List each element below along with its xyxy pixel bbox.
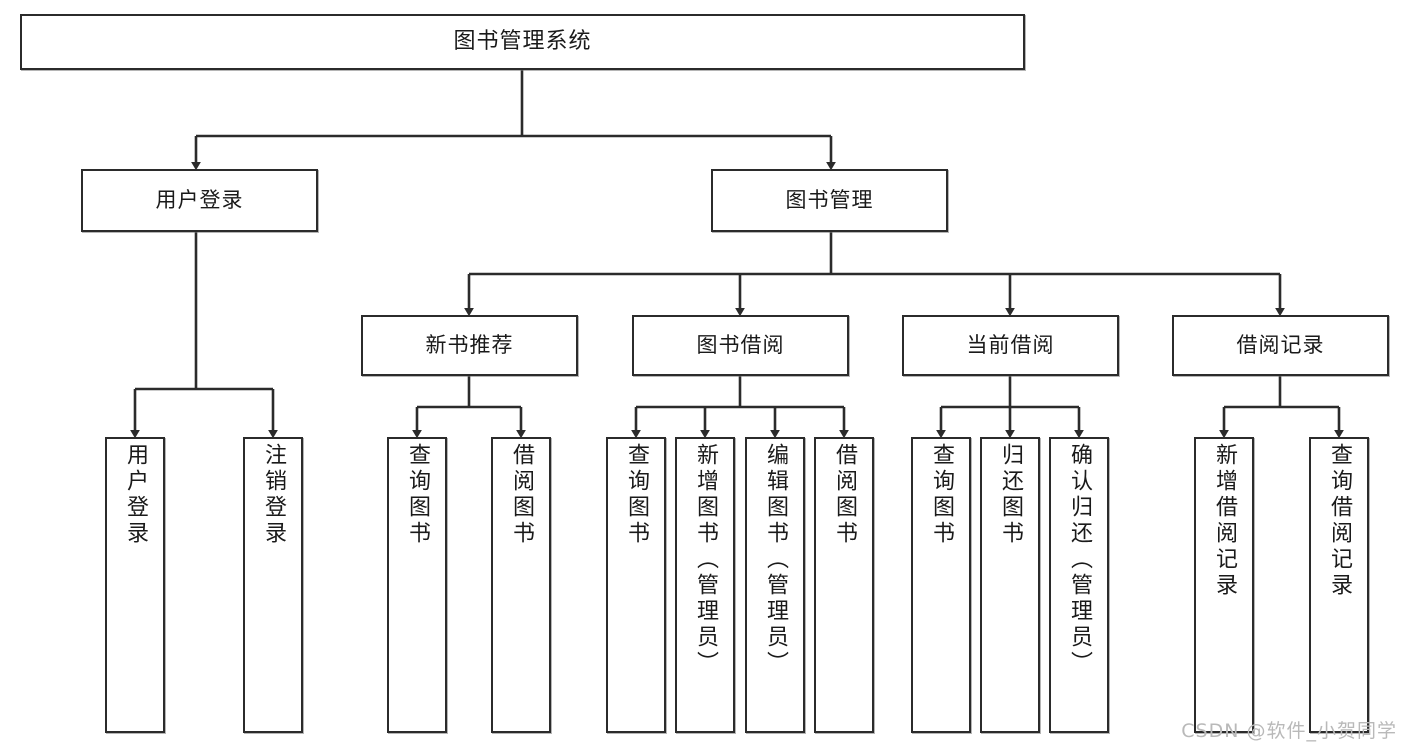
node-root-label: 图书管理系统	[453, 29, 592, 55]
leaf-query-book-2[interactable]: 查询图书	[606, 437, 666, 733]
watermark: CSDN @软件_小贺同学	[1181, 720, 1397, 742]
leaf-user-login-label: 用户登录	[123, 443, 148, 547]
leaf-return-book-label: 归还图书	[998, 443, 1023, 547]
node-new-book-recommend[interactable]: 新书推荐	[361, 315, 578, 376]
leaf-logout-label: 注销登录	[261, 443, 286, 547]
leaf-query-borrow-record-label: 查询借阅记录	[1327, 443, 1352, 599]
leaf-edit-book[interactable]: 编辑图书（管理员）	[745, 437, 805, 733]
leaf-confirm-return-label: 确认归还（管理员）	[1067, 443, 1092, 677]
node-book-borrow[interactable]: 图书借阅	[632, 315, 849, 376]
node-current-borrow-label: 当前借阅	[966, 333, 1055, 358]
leaf-query-book-1[interactable]: 查询图书	[387, 437, 447, 733]
leaf-query-book-1-label: 查询图书	[405, 443, 430, 547]
node-current-borrow[interactable]: 当前借阅	[902, 315, 1119, 376]
leaf-borrow-book-1[interactable]: 借阅图书	[491, 437, 551, 733]
leaf-query-book-3-label: 查询图书	[929, 443, 954, 547]
leaf-borrow-book-2[interactable]: 借阅图书	[814, 437, 874, 733]
leaf-query-borrow-record[interactable]: 查询借阅记录	[1309, 437, 1369, 733]
node-user-login[interactable]: 用户登录	[81, 169, 318, 232]
node-borrow-record-label: 借阅记录	[1236, 333, 1325, 358]
leaf-add-book[interactable]: 新增图书（管理员）	[675, 437, 735, 733]
node-borrow-record[interactable]: 借阅记录	[1172, 315, 1389, 376]
leaf-logout[interactable]: 注销登录	[243, 437, 303, 733]
leaf-add-borrow-record[interactable]: 新增借阅记录	[1194, 437, 1254, 733]
leaf-edit-book-label: 编辑图书（管理员）	[763, 443, 788, 677]
leaf-add-book-label: 新增图书（管理员）	[693, 443, 718, 677]
leaf-borrow-book-2-label: 借阅图书	[832, 443, 857, 547]
node-root[interactable]: 图书管理系统	[20, 14, 1025, 70]
leaf-borrow-book-1-label: 借阅图书	[509, 443, 534, 547]
node-book-management-label: 图书管理	[785, 188, 874, 213]
node-user-login-label: 用户登录	[155, 188, 244, 213]
node-book-borrow-label: 图书借阅	[696, 333, 785, 358]
leaf-add-borrow-record-label: 新增借阅记录	[1212, 443, 1237, 599]
leaf-confirm-return[interactable]: 确认归还（管理员）	[1049, 437, 1109, 733]
node-book-management[interactable]: 图书管理	[711, 169, 948, 232]
leaf-return-book[interactable]: 归还图书	[980, 437, 1040, 733]
leaf-query-book-2-label: 查询图书	[624, 443, 649, 547]
node-new-book-recommend-label: 新书推荐	[425, 333, 514, 358]
leaf-query-book-3[interactable]: 查询图书	[911, 437, 971, 733]
leaf-user-login[interactable]: 用户登录	[105, 437, 165, 733]
